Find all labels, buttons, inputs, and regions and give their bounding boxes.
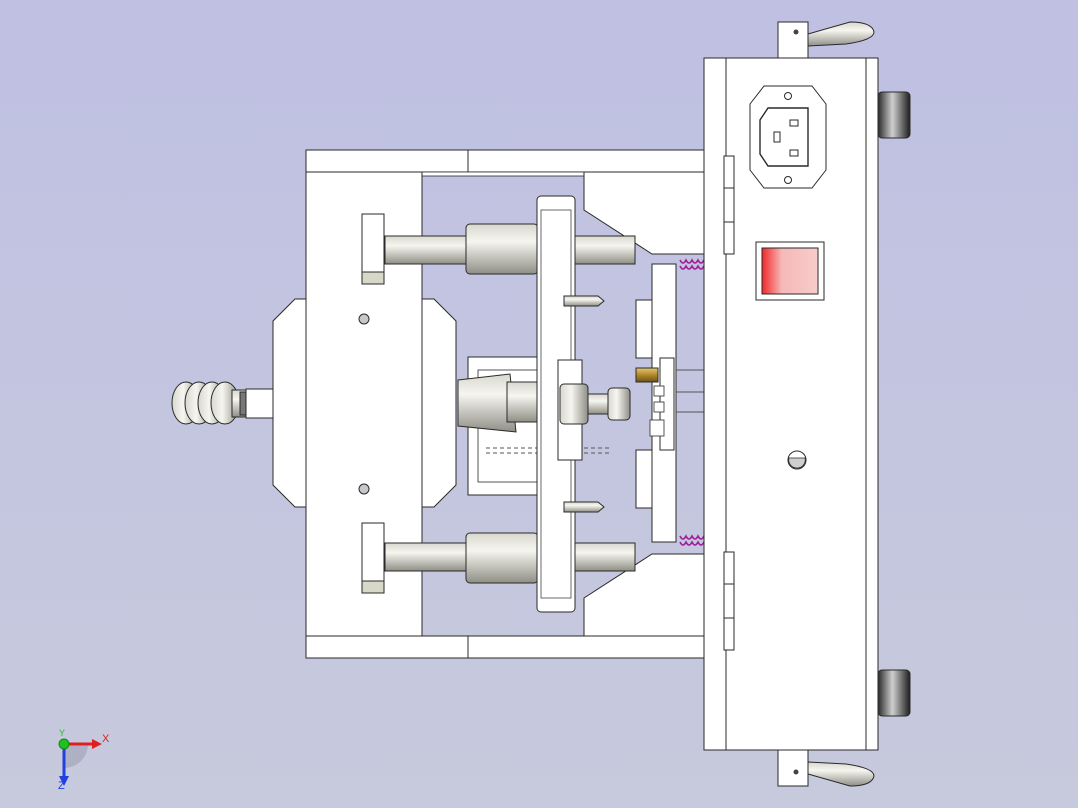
x-axis-label: X [102,733,110,745]
cable-grommet [787,450,807,470]
axis-triad [58,738,102,786]
power-inlet [749,85,827,189]
frame-rails [421,149,705,659]
rubber-feet [877,91,911,717]
ejector-assembly [635,263,704,543]
ejector-springs [679,258,705,546]
z-axis-label: Z [58,780,65,792]
hydraulic-coupling [171,381,279,425]
y-axis-point [58,738,70,750]
carry-handle-bottom [777,749,875,787]
moving-plate [536,195,631,613]
y-axis-label: Y [59,728,66,738]
mold-cavity-block [457,356,612,496]
rocker-switch [755,241,825,301]
carry-handle-top [777,21,875,59]
guide-pillars [361,213,636,594]
